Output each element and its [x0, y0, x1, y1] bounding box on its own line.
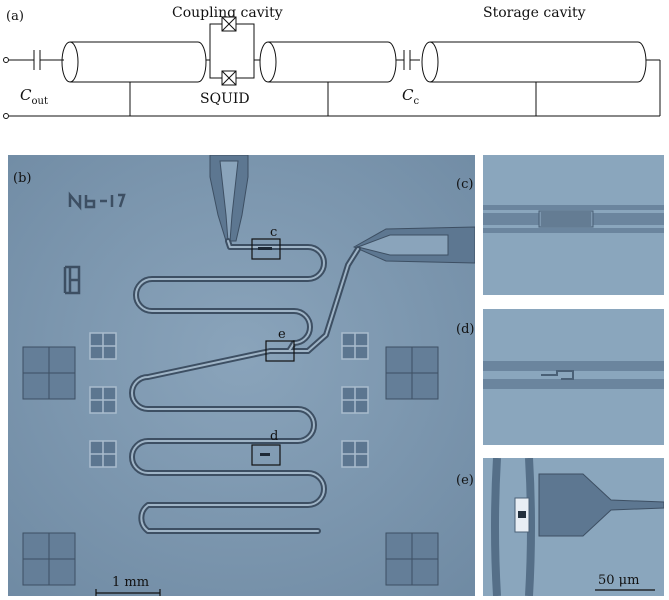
panel-c-image: [483, 155, 664, 295]
c-c-capacitor: [403, 50, 411, 70]
box-label-d: d: [270, 429, 279, 444]
coupling-cavity-label: Coupling cavity: [172, 5, 283, 21]
input-terminal: [3, 57, 9, 63]
coupling-gap: [541, 370, 574, 380]
panel-e-label: (e): [456, 473, 474, 488]
panel-a-label: (a): [6, 9, 24, 24]
circuit-schematic: [3, 16, 661, 119]
box-d-feature: [260, 453, 270, 456]
box-e: [265, 340, 295, 362]
c-c-label: Cc: [402, 88, 419, 107]
squid-label: SQUID: [200, 91, 250, 107]
coax-1: [61, 41, 207, 83]
squid: [206, 16, 260, 86]
inset-boxes: [251, 238, 295, 466]
chip-micrograph: [8, 154, 476, 596]
c-out-label: Cout: [20, 88, 48, 107]
corner-pads: [22, 346, 439, 586]
junction-2: [221, 70, 237, 86]
interdigital-capacitor: [538, 210, 594, 228]
c-out-capacitor: [33, 50, 41, 70]
scale-bar-b-label: 1 mm: [112, 575, 150, 590]
box-d: [251, 444, 281, 466]
panel-b-label: (b): [13, 171, 32, 186]
panel-b: (b) c e d 1 mm: [8, 154, 476, 596]
box-label-c: c: [270, 225, 278, 240]
panel-e-image: [483, 458, 664, 596]
right-launcher: [352, 226, 476, 264]
coax-2: [259, 41, 397, 83]
c-c-symbol: C: [402, 86, 414, 104]
c-out-subscript: out: [31, 96, 48, 107]
coax-3: [421, 41, 661, 116]
box-label-e: e: [278, 327, 286, 342]
panel-d-image: [483, 309, 664, 445]
antenna-paddle: [538, 473, 664, 537]
ground-rail: [3, 82, 660, 119]
box-c: [251, 238, 281, 260]
scale-bar-e-label: 50 μm: [598, 573, 640, 588]
junction-squid: [518, 511, 526, 518]
panel-d-label: (d): [456, 322, 475, 337]
c-out-symbol: C: [20, 86, 32, 104]
storage-cavity-label: Storage cavity: [483, 5, 586, 21]
panel-c-label: (c): [456, 177, 474, 192]
scale-bar-b: [95, 589, 161, 596]
alignment-marks: [89, 332, 369, 468]
box-c-feature: [258, 247, 272, 250]
c-c-subscript: c: [413, 96, 420, 107]
chip-marking: [63, 191, 126, 295]
junction-1: [221, 16, 237, 32]
